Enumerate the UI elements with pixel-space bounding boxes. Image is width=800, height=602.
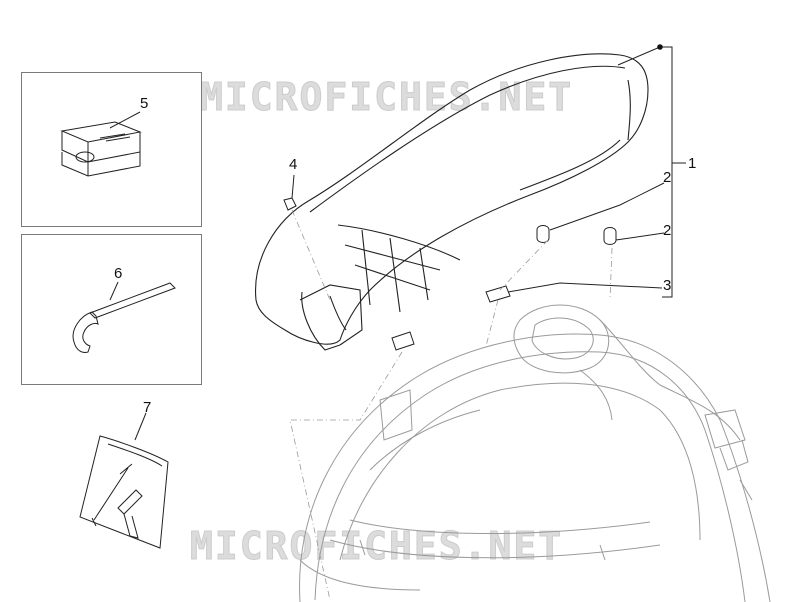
- part-7-toolkit: [79, 435, 169, 549]
- callout-6: 6: [114, 265, 123, 282]
- part-5-clip: [60, 121, 142, 177]
- leader-lines: [109, 46, 686, 441]
- watermark-top: MICROFICHES.NET: [199, 75, 574, 119]
- dash-dot-guides: [289, 209, 613, 601]
- callout-3: 3: [663, 277, 672, 294]
- inset-box-part-5: [21, 72, 202, 227]
- callout-4: 4: [289, 156, 298, 173]
- seat-assembly: [255, 53, 649, 351]
- callout-2-upper: 2: [663, 169, 672, 186]
- callout-1: 1: [688, 155, 697, 172]
- callout-5: 5: [140, 95, 149, 112]
- callout-7: 7: [143, 399, 152, 416]
- callout-2-lower: 2: [663, 222, 672, 239]
- part-6-wrench: [72, 282, 176, 353]
- scooter-body-outline: [299, 304, 771, 602]
- reference-dot: [657, 44, 663, 50]
- small-parts: [283, 197, 617, 351]
- inset-box-part-6: [21, 234, 202, 385]
